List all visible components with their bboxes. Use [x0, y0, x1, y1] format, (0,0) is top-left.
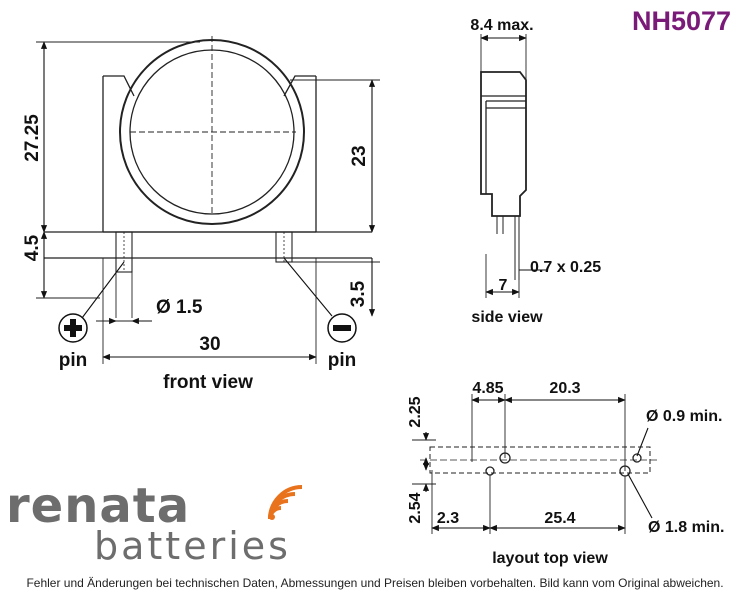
dim-thickness: 8.4 max.	[470, 17, 533, 34]
front-view-dimension-lines	[40, 41, 376, 361]
dim-height-total: 27.25	[22, 114, 43, 162]
pin-positive-label: pin	[59, 350, 88, 371]
layout-top-view-caption: layout top view	[492, 550, 608, 567]
dim-pin-section: 0.7 x 0.25	[530, 259, 601, 276]
dim-height-body: 23	[349, 145, 370, 166]
dim-e: 2.3	[437, 510, 459, 527]
hole-small-label: Ø 0.9 min.	[646, 408, 722, 425]
dim-width: 30	[199, 334, 220, 355]
hole-large-label: Ø 1.8 min.	[648, 519, 724, 536]
dim-pin-offset: 7	[499, 277, 508, 294]
side-view-drawing	[480, 34, 527, 298]
dim-pin-height: 4.5	[22, 234, 43, 261]
dim-f: 25.4	[544, 510, 575, 527]
front-view-caption: front view	[163, 372, 253, 393]
negative-pin-icon	[327, 313, 357, 343]
dim-pin-diameter: Ø 1.5	[156, 297, 203, 318]
layout-top-view-drawing	[412, 394, 660, 534]
dim-c: 2.25	[407, 396, 424, 427]
side-view-dimension-lines	[480, 34, 546, 296]
logo-wordmark: renata	[6, 478, 191, 534]
layout-top-view-dimension-lines	[422, 396, 653, 532]
dim-d: 2.54	[407, 492, 424, 523]
positive-pin-icon	[58, 313, 88, 343]
logo-signal-icon	[268, 485, 303, 520]
pin-negative-label: pin	[328, 350, 357, 371]
side-view-caption: side view	[471, 309, 543, 326]
dim-a: 4.85	[472, 380, 503, 397]
disclaimer-text: Fehler und Änderungen bei technischen Da…	[26, 576, 724, 590]
dim-pin-drop: 3.5	[348, 280, 369, 307]
front-view-drawing	[36, 36, 380, 364]
logo-subtitle: batteries	[94, 524, 291, 568]
model-number: NH5077	[632, 6, 732, 36]
dim-b: 20.3	[549, 380, 580, 397]
